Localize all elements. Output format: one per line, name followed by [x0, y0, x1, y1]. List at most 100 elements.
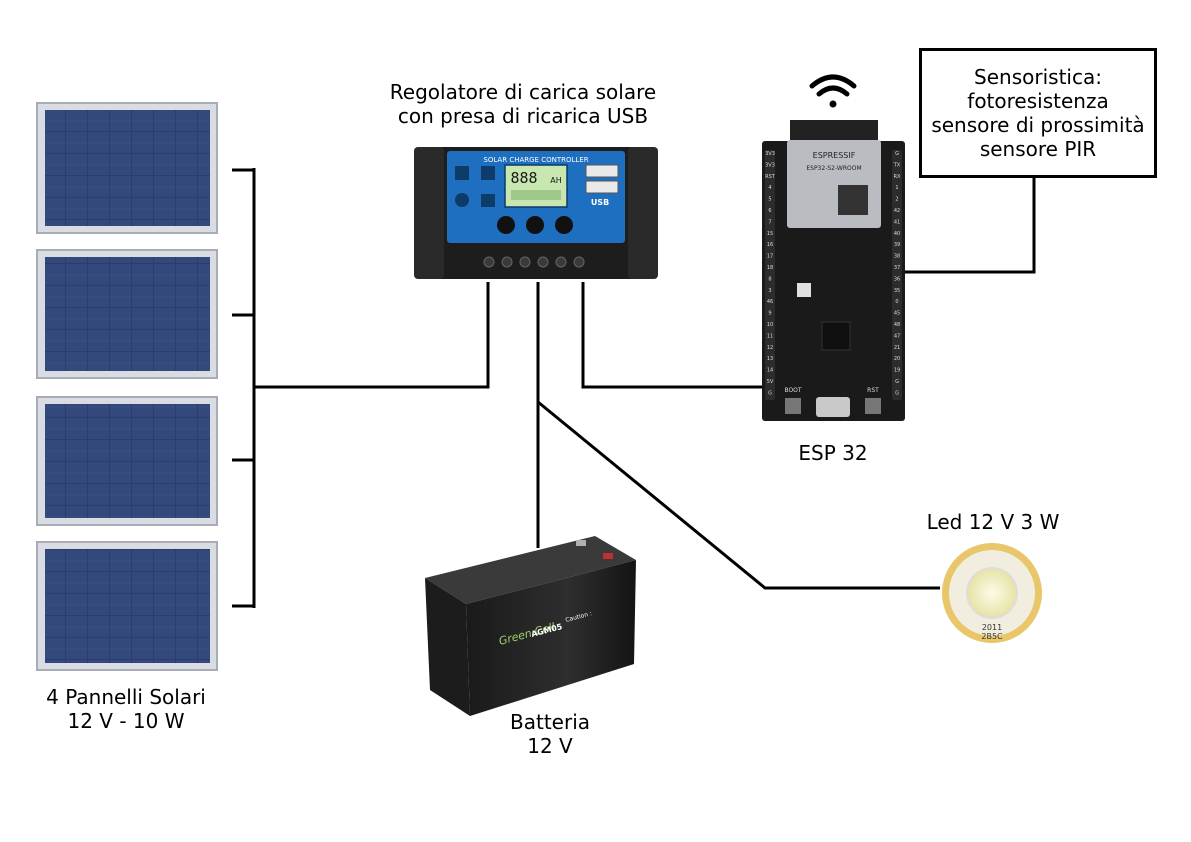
wire-panels-to-controller: [254, 282, 490, 389]
esp32-pin-label-right: 42: [894, 208, 900, 214]
esp32-pin-label-right: 36: [894, 276, 900, 282]
esp32-chip: [821, 321, 851, 351]
esp32-pin-label-right: 39: [894, 242, 900, 248]
wire-controller-to-led: [537, 400, 940, 590]
esp32-pin-label-left: 3: [768, 288, 771, 294]
led-code-1: 2011: [982, 623, 1002, 632]
usb-c-port: [816, 397, 850, 417]
rst-label: RST: [867, 387, 879, 394]
lock-icon: [481, 194, 495, 207]
sensor-label-line-1: Sensoristica:: [974, 65, 1102, 89]
esp32-pin-label-left: 16: [767, 242, 773, 248]
esp32-pin-label-left: 17: [767, 254, 773, 260]
esp32-pin-label-right: TX: [893, 162, 901, 168]
esp32-pin-label-left: 46: [767, 299, 773, 305]
esp32-module-name: ESP32-S2-WROOM: [806, 165, 861, 172]
esp32-pin-label-left: 8: [768, 276, 771, 282]
led-module: 2011 2B5C: [942, 543, 1042, 643]
esp32-pin-label-left: 7: [768, 219, 771, 225]
solar-panels: [36, 102, 218, 671]
panels-label-line-2: 12 V - 10 W: [67, 709, 185, 733]
battery-icon: [481, 166, 495, 180]
esp32-brand: ESPRESSIF: [813, 151, 856, 160]
controller-usb-label: USB: [591, 198, 609, 207]
esp32-pin-label-right: 37: [894, 265, 900, 271]
esp32-pin-label-left: 10: [767, 322, 773, 328]
esp32-pin-label-right: 40: [894, 231, 900, 237]
sensor-label-line-4: sensore PIR: [979, 137, 1097, 161]
controller-label-line-2: con presa di ricarica USB: [397, 104, 649, 128]
rgb-led: [797, 283, 811, 297]
wires: [232, 168, 1036, 608]
battery-terminal-negative: [603, 553, 613, 559]
rst-button[interactable]: [865, 398, 881, 414]
battery: Green Cell AGM05 Caution :: [425, 536, 636, 716]
charge-controller: SOLAR CHARGE CONTROLLER 888 AH USB: [414, 147, 658, 279]
battery-label-line-1: Batteria: [510, 710, 590, 734]
controller-terminals: [483, 256, 585, 268]
esp32-pin-label-left: RST: [765, 174, 776, 180]
led-code-2: 2B5C: [981, 632, 1003, 641]
solar-panel-1: [36, 102, 218, 234]
timer-icon: [455, 193, 469, 207]
esp32-pin-label-left: 12: [767, 345, 773, 351]
esp32-pin-label-right: G: [895, 390, 899, 396]
esp32-pin-label-right: 35: [894, 288, 900, 294]
controller-label-line-1: Regolatore di carica solare: [389, 80, 657, 104]
esp32-pin-label-left: G: [768, 390, 772, 396]
esp32-pin-label-left: 6: [768, 208, 771, 214]
panel-icon: [455, 166, 469, 180]
qr-icon: [838, 185, 868, 215]
esp32-pin-label-left: 18: [767, 265, 773, 271]
sensor-box: Sensoristica: fotoresistenza sensore di …: [919, 48, 1157, 178]
esp32-pin-label-left: 3V3: [765, 151, 775, 157]
wifi-icon: [809, 74, 857, 108]
esp32-pin-label-right: 1: [895, 185, 898, 191]
controller-lcd-value: 888: [510, 169, 537, 187]
sensor-label-line-3: sensore di prossimità: [931, 113, 1145, 137]
esp32-pin-label-right: G: [895, 379, 899, 385]
usb-port-1: [585, 164, 619, 178]
battery-label: Batteria 12 V: [480, 710, 620, 758]
boot-label: BOOT: [784, 387, 801, 394]
esp-label-text: ESP 32: [798, 441, 868, 465]
usb-port-2: [585, 180, 619, 194]
esp32-pin-label-right: 41: [894, 219, 900, 225]
controller-lcd-unit: AH: [550, 176, 562, 185]
esp32-pin-label-right: RX: [894, 174, 901, 180]
battery-label-line-2: 12 V: [527, 734, 573, 758]
led-emitter: [966, 567, 1018, 619]
esp32-pin-label-right: 19: [894, 368, 900, 374]
controller-button-menu[interactable]: [497, 216, 515, 234]
esp32-pin-label-left: 9: [768, 311, 771, 317]
esp32-pin-label-right: 38: [894, 254, 900, 260]
esp32-pin-label-right: 47: [894, 333, 900, 339]
esp32-pin-label-left: 14: [767, 368, 773, 374]
controller-button-up[interactable]: [526, 216, 544, 234]
controller-button-down[interactable]: [555, 216, 573, 234]
controller-header: SOLAR CHARGE CONTROLLER: [483, 156, 588, 164]
esp32-pin-label-left: 3V3: [765, 162, 775, 168]
esp-label: ESP 32: [773, 441, 893, 465]
esp32-pin-headers: [765, 150, 902, 400]
esp32-pin-label-right: 48: [894, 322, 900, 328]
esp32-pin-label-right: 21: [894, 345, 900, 351]
wire-sensors-to-esp: [900, 178, 1036, 274]
esp32-pin-label-right: 0: [895, 299, 898, 305]
esp32-pin-label-left: 13: [767, 356, 773, 362]
solar-panel-3: [36, 396, 218, 526]
esp32-board: ESPRESSIF ESP32-S2-WROOM BOOT RST: [762, 120, 905, 421]
sensor-label-line-2: fotoresistenza: [967, 89, 1109, 113]
boot-button[interactable]: [785, 398, 801, 414]
esp32-pin-label-right: 45: [894, 311, 900, 317]
esp32-pin-label-right: 20: [894, 356, 900, 362]
panels-label-line-1: 4 Pannelli Solari: [46, 685, 206, 709]
esp32-pin-label-left: 5V: [767, 379, 774, 385]
controller-label: Regolatore di carica solare con presa di…: [363, 80, 683, 128]
led-label: Led 12 V 3 W: [903, 510, 1083, 534]
solar-panel-4: [36, 541, 218, 671]
esp32-pin-label-left: 15: [767, 231, 773, 237]
esp32-pin-label-left: 4: [768, 185, 771, 191]
esp32-pin-label-right: 2: [895, 197, 898, 203]
